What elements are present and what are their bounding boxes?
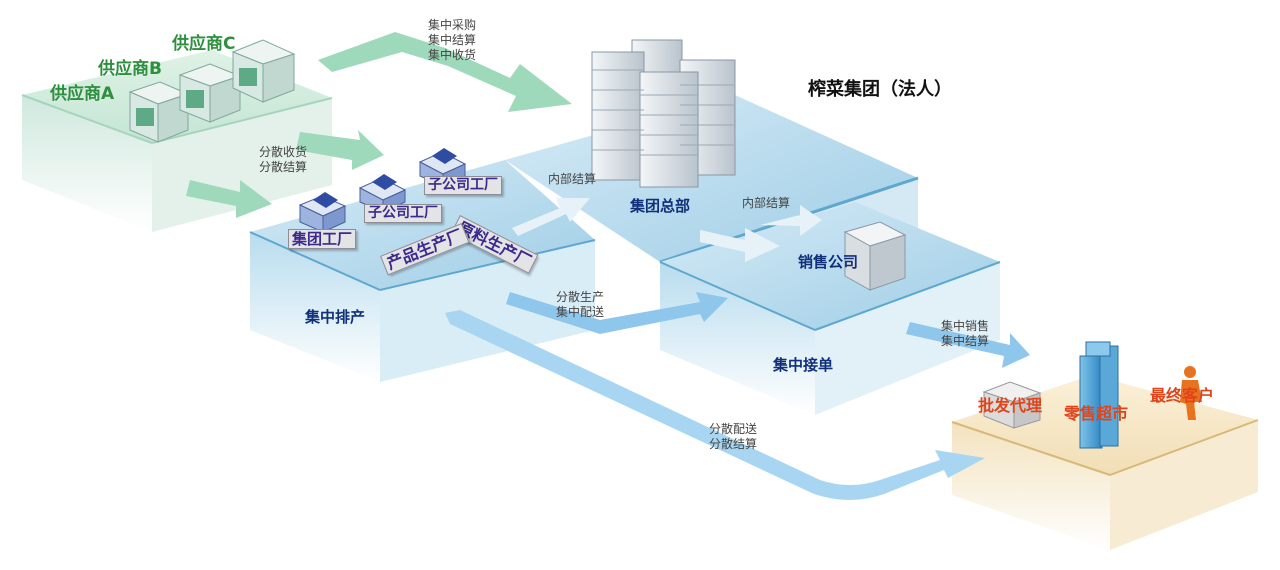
building-icon	[231, 39, 296, 103]
person-icon	[1180, 366, 1202, 420]
scatter-produce-label: 分散生产 集中配送	[556, 290, 605, 319]
production-zone-label: 集中排产	[305, 308, 366, 326]
scatter-produce-arrow	[506, 292, 728, 334]
end-customer-label: 最终客户	[1150, 386, 1215, 405]
internal-arrow-2	[700, 228, 780, 262]
customer-icons	[982, 341, 1202, 449]
central-sales-arrow	[906, 322, 1030, 368]
procure-arrow	[318, 32, 572, 112]
scatter-deliver-arrow	[445, 310, 985, 500]
hq-building-icons	[591, 39, 736, 188]
retail-tower-icon	[1079, 341, 1119, 449]
scatter-deliver-label: 分散配送 分散结算	[709, 422, 758, 451]
supplier-building-icons	[128, 39, 296, 143]
internal-arrow-3	[760, 205, 822, 236]
sales-building-icon	[843, 221, 907, 291]
internal-settle-label-1: 内部结算	[548, 172, 597, 186]
supplier-a-label: 供应商A	[50, 84, 115, 104]
subsidiary-factory-tag-2: 子公司工厂	[424, 176, 502, 195]
hq-label: 集团总部	[630, 197, 691, 215]
building-icon	[298, 192, 347, 233]
subsidiary-factory-tag-1: 子公司工厂	[364, 204, 442, 223]
scatter-receive-arrow-2	[186, 180, 272, 218]
group-factory-tag: 集团工厂	[288, 229, 357, 249]
scatter-receive-arrow-1	[296, 130, 384, 170]
factory-building-icons	[298, 148, 467, 233]
central-sales-label: 集中销售 集中结算	[941, 319, 990, 348]
production-platform	[249, 160, 596, 382]
corp-title: 榨菜集团（法人）	[808, 79, 952, 100]
wholesale-shop-icon	[982, 381, 1042, 429]
supplier-c-label: 供应商C	[172, 34, 236, 54]
building-icon	[178, 63, 242, 123]
order-zone-label: 集中接单	[773, 356, 834, 374]
supplier-b-label: 供应商B	[98, 59, 162, 79]
retail-label: 零售超市	[1064, 404, 1129, 423]
scatter-receive-label: 分散收货 分散结算	[259, 145, 308, 174]
internal-arrow-1	[512, 198, 590, 236]
procure-flow-label: 集中采购 集中结算 集中收货	[428, 18, 477, 62]
internal-settle-label-2: 内部结算	[742, 196, 791, 210]
order-platform	[659, 202, 1001, 415]
wholesale-label: 批发代理	[978, 396, 1043, 415]
sales-company-label: 销售公司	[798, 253, 859, 271]
building-icon	[128, 81, 190, 143]
